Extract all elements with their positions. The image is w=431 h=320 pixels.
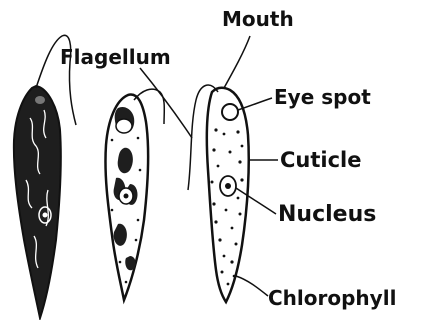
label-chlorophyll: Chlorophyll [268,286,396,310]
cell-labelled-nucleolus [225,183,231,189]
label-mouth: Mouth [222,7,294,31]
mouth-pointer [224,36,250,88]
label-cuticle: Cuticle [280,148,362,172]
cell-dark-nucleolus [43,213,48,218]
cell-middle [105,89,164,300]
chlorophyll-pointer [236,276,268,296]
cell-labelled [188,85,249,302]
cell-labelled-eye-spot [222,104,238,120]
label-nucleus: Nucleus [278,202,376,227]
cell-dark-body [14,86,61,318]
label-eye-spot: Eye spot [274,85,371,109]
cell-dark-eye-spot [35,96,45,104]
cell-middle-vacuole [116,119,132,133]
label-flagellum: Flagellum [60,45,171,69]
eye-spot-pointer [238,98,272,110]
cell-middle-nucleolus [124,194,129,199]
cell-dark [14,35,76,318]
